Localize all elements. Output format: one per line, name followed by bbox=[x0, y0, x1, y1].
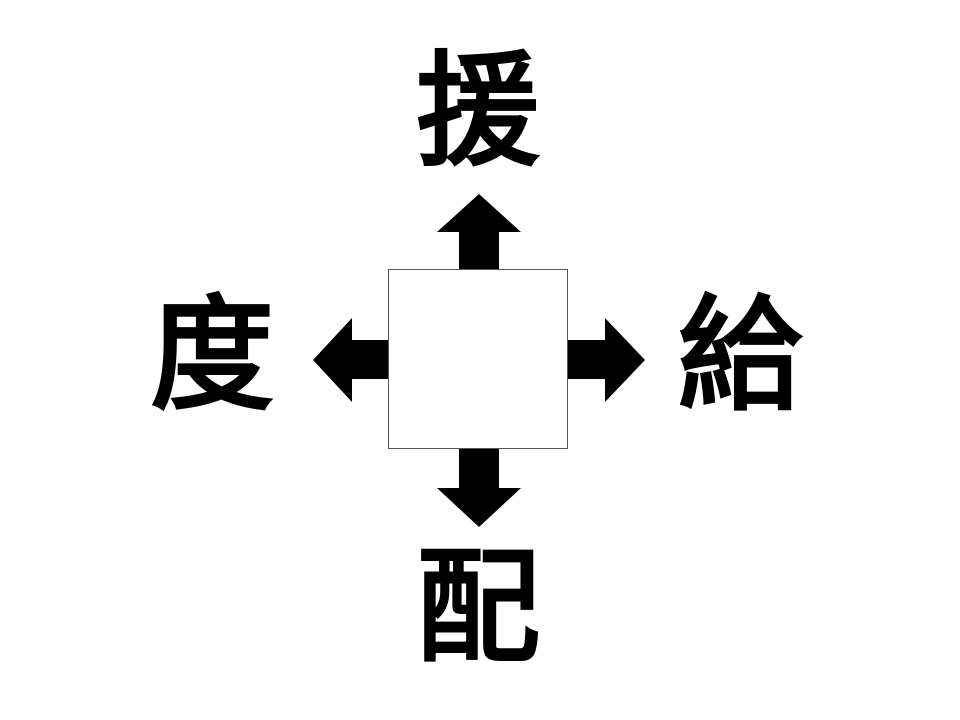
kanji-bottom: 配 bbox=[415, 536, 540, 680]
kanji-top: 援 bbox=[415, 40, 540, 184]
kanji-right: 給 bbox=[677, 284, 802, 428]
arrow-up-icon bbox=[437, 194, 521, 270]
answer-box bbox=[388, 269, 568, 449]
arrow-down-icon bbox=[437, 449, 521, 527]
arrow-right-icon bbox=[568, 318, 645, 402]
kanji-left: 度 bbox=[149, 284, 274, 428]
arrow-left-icon bbox=[313, 318, 389, 402]
